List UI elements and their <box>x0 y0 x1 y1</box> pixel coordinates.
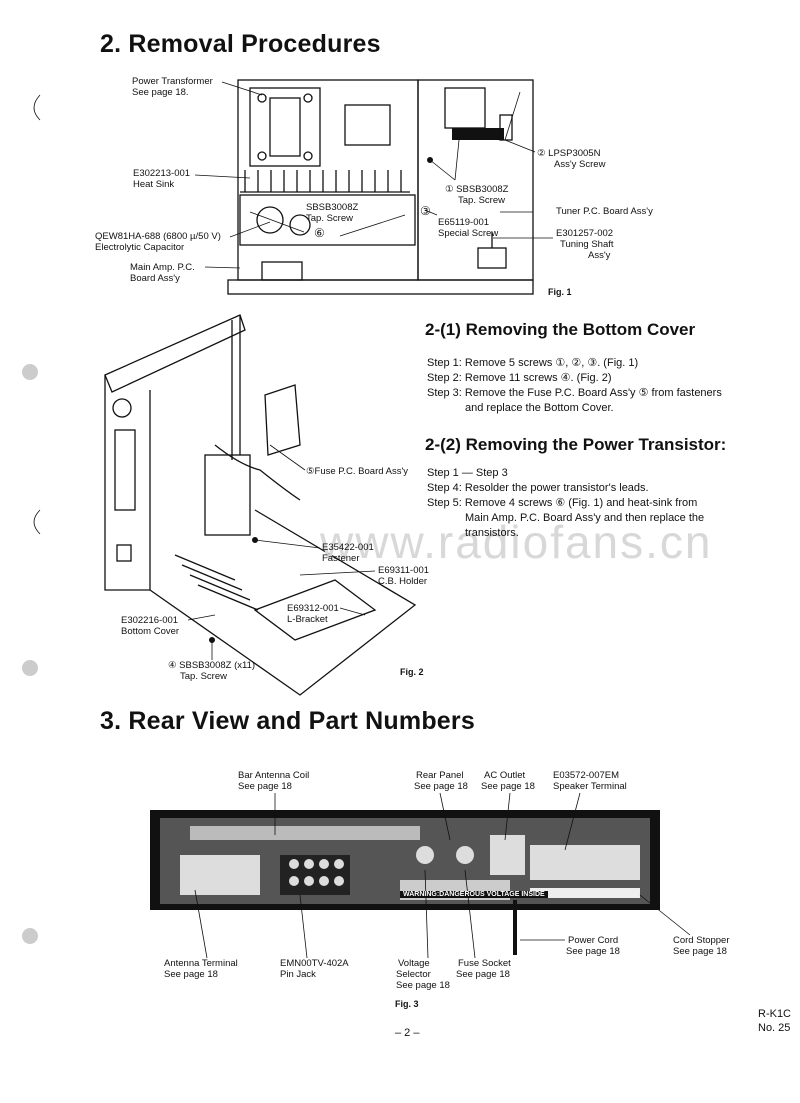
fig1-caption: Fig. 1 <box>548 287 572 297</box>
step-line: and replace the Bottom Cover. <box>465 402 614 414</box>
label-fuse-socket-ref: See page 18 <box>456 969 510 980</box>
label-l-bracket-pn: E69312-001 <box>287 603 339 614</box>
label-main-amp-2: Board Ass'y <box>130 273 180 284</box>
step-line: Main Amp. P.C. Board Ass'y and then repl… <box>465 512 705 524</box>
model-code: R-K1C <box>758 1008 792 1020</box>
label-screw-6-mark: ⑥ <box>314 226 325 240</box>
label-heat-sink-pn: E302213-001 <box>133 168 191 179</box>
label-screw-1-name: Tap. Screw <box>458 195 505 206</box>
label-cord-stopper: Cord Stopper <box>673 935 730 946</box>
step-line: Step 1: Remove 5 screws ①, ②, ③. (Fig. 1… <box>427 357 639 369</box>
label-tuning-shaft-2: Ass'y <box>588 250 611 261</box>
fig3-leaders <box>194 792 691 959</box>
panel-warning: WARNING:DANGEROUS VOLTAGE INSIDE <box>400 891 548 898</box>
fig3-drawing <box>150 810 660 955</box>
label-fuse-board: ⑤Fuse P.C. Board Ass'y <box>306 466 409 477</box>
label-heat-sink: Heat Sink <box>133 179 175 190</box>
fig3-caption: Fig. 3 <box>395 999 419 1009</box>
label-voltage-ref: See page 18 <box>396 980 450 991</box>
step-line: transistors. <box>465 527 519 539</box>
label-power-transformer-ref: See page 18. <box>132 87 189 98</box>
label-fuse-socket: Fuse Socket <box>458 958 511 969</box>
label-power-cord-ref: See page 18 <box>566 946 620 957</box>
label-rear-panel-ref: See page 18 <box>414 781 468 792</box>
label-power-transformer: Power Transformer <box>132 76 213 87</box>
label-capacitor: Electrolytic Capacitor <box>95 242 185 253</box>
step-line: Step 4: Resolder the power transistor's … <box>427 482 649 494</box>
label-antenna-terminal-ref: See page 18 <box>164 969 218 980</box>
binding-marks <box>22 94 41 944</box>
label-voltage: Voltage <box>398 958 430 969</box>
label-power-cord: Power Cord <box>568 935 619 946</box>
label-screw-3-pn: E65119-001 <box>438 217 490 228</box>
label-cb-holder-pn: E69311-001 <box>378 565 430 576</box>
label-screw-3-mark: ③ <box>420 204 431 218</box>
label-speaker-terminal: Speaker Terminal <box>553 781 627 792</box>
fig1-drawing <box>227 79 534 295</box>
label-screw-1: ① SBSB3008Z <box>445 184 509 195</box>
label-bar-antenna: Bar Antenna Coil <box>238 770 310 781</box>
label-pin-jack-pn: EMN00TV-402A <box>280 958 349 969</box>
subsection-2-2-title: 2-(2) Removing the Power Transistor: <box>425 435 727 454</box>
fig2-caption: Fig. 2 <box>400 667 424 677</box>
label-screw-4: ④ SBSB3008Z (x11) <box>168 660 256 671</box>
step-line: Step 5: Remove 4 screws ⑥ (Fig. 1) and h… <box>427 497 698 509</box>
subsection-2-1-title: 2-(1) Removing the Bottom Cover <box>425 320 696 339</box>
fig2-leaders <box>187 444 376 660</box>
document-number: No. 25 <box>758 1022 791 1034</box>
step-line: Step 2: Remove 11 screws ④. (Fig. 2) <box>427 372 612 384</box>
step-line: Step 3: Remove the Fuse P.C. Board Ass'y… <box>427 387 722 399</box>
page-number: – 2 – <box>395 1027 420 1039</box>
label-tuning-shaft-pn: E301257-002 <box>556 228 614 239</box>
label-tuner-board: Tuner P.C. Board Ass'y <box>556 206 653 217</box>
section-3-title: 3. Rear View and Part Numbers <box>100 707 475 735</box>
label-fastener-pn: E35422-001 <box>322 542 374 553</box>
label-screw-6-name: Tap. Screw <box>306 213 353 224</box>
label-fastener: Fastener <box>322 553 360 564</box>
label-voltage-selector: Selector <box>396 969 431 980</box>
label-speaker-pn: E03572-007EM <box>553 770 620 781</box>
label-screw-2: ② LPSP3005N <box>537 148 601 159</box>
label-l-bracket: L-Bracket <box>287 614 328 625</box>
fig2-drawing <box>104 314 417 696</box>
label-antenna-terminal: Antenna Terminal <box>164 958 238 969</box>
step-line: Step 1 — Step 3 <box>427 467 508 479</box>
label-screw-2-name: Ass'y Screw <box>554 159 606 170</box>
label-tuning-shaft: Tuning Shaft <box>560 239 614 250</box>
label-ac-outlet: AC Outlet <box>484 770 526 781</box>
watermark: www.radiofans.cn <box>320 516 713 568</box>
label-screw-4-name: Tap. Screw <box>180 671 227 682</box>
label-pin-jack: Pin Jack <box>280 969 316 980</box>
label-screw-6-pn: SBSB3008Z <box>306 202 359 213</box>
label-main-amp: Main Amp. P.C. <box>130 262 195 273</box>
label-bottom-cover-pn: E302216-001 <box>121 615 179 626</box>
label-bottom-cover: Bottom Cover <box>121 626 180 637</box>
fig1-leaders <box>194 81 553 269</box>
label-rear-panel: Rear Panel <box>416 770 464 781</box>
label-cord-stopper-ref: See page 18 <box>673 946 727 957</box>
label-cb-holder: C.B. Holder <box>378 576 428 587</box>
label-screw-3-name: Special Screw <box>438 228 499 239</box>
label-ac-outlet-ref: See page 18 <box>481 781 535 792</box>
label-bar-antenna-ref: See page 18 <box>238 781 292 792</box>
section-2-title: 2. Removal Procedures <box>100 30 381 58</box>
label-capacitor-pn: QEW81HA-688 (6800 µ/50 V) <box>95 231 221 242</box>
